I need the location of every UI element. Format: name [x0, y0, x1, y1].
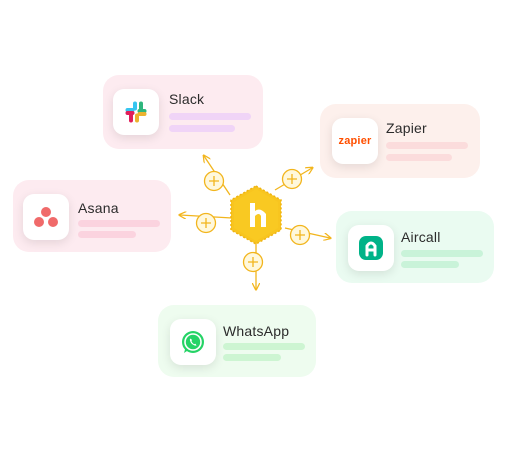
- asana-icon: [23, 194, 69, 240]
- slack-card[interactable]: Slack: [103, 75, 263, 149]
- placeholder-bar: [223, 354, 281, 361]
- placeholder-bar: [386, 142, 468, 149]
- placeholder-bar: [78, 231, 136, 238]
- zapier-card[interactable]: zapier Zapier: [320, 104, 480, 178]
- whatsapp-card[interactable]: WhatsApp: [158, 305, 316, 377]
- asana-card[interactable]: Asana: [13, 180, 171, 252]
- placeholder-bar: [401, 250, 483, 257]
- placeholder-bar: [169, 113, 251, 120]
- plus-node-whatsapp[interactable]: [242, 251, 264, 273]
- zapier-icon: zapier: [332, 118, 378, 164]
- placeholder-bar: [386, 154, 452, 161]
- placeholder-bar: [223, 343, 305, 350]
- hub-logo-icon: [230, 185, 282, 245]
- asana-label: Asana: [78, 200, 119, 216]
- placeholder-bar: [78, 220, 160, 227]
- plus-node-slack[interactable]: [203, 170, 225, 192]
- placeholder-bar: [169, 125, 235, 132]
- plus-node-aircall[interactable]: [289, 224, 311, 246]
- slack-icon: [113, 89, 159, 135]
- plus-node-zapier[interactable]: [281, 168, 303, 190]
- placeholder-bar: [401, 261, 459, 268]
- zapier-label: Zapier: [386, 120, 427, 136]
- whatsapp-label: WhatsApp: [223, 323, 290, 339]
- zapier-logo-text: zapier: [338, 135, 372, 147]
- whatsapp-icon: [170, 319, 216, 365]
- aircall-icon: [348, 225, 394, 271]
- slack-label: Slack: [169, 91, 205, 107]
- aircall-label: Aircall: [401, 229, 441, 245]
- plus-node-asana[interactable]: [195, 212, 217, 234]
- aircall-card[interactable]: Aircall: [336, 211, 494, 283]
